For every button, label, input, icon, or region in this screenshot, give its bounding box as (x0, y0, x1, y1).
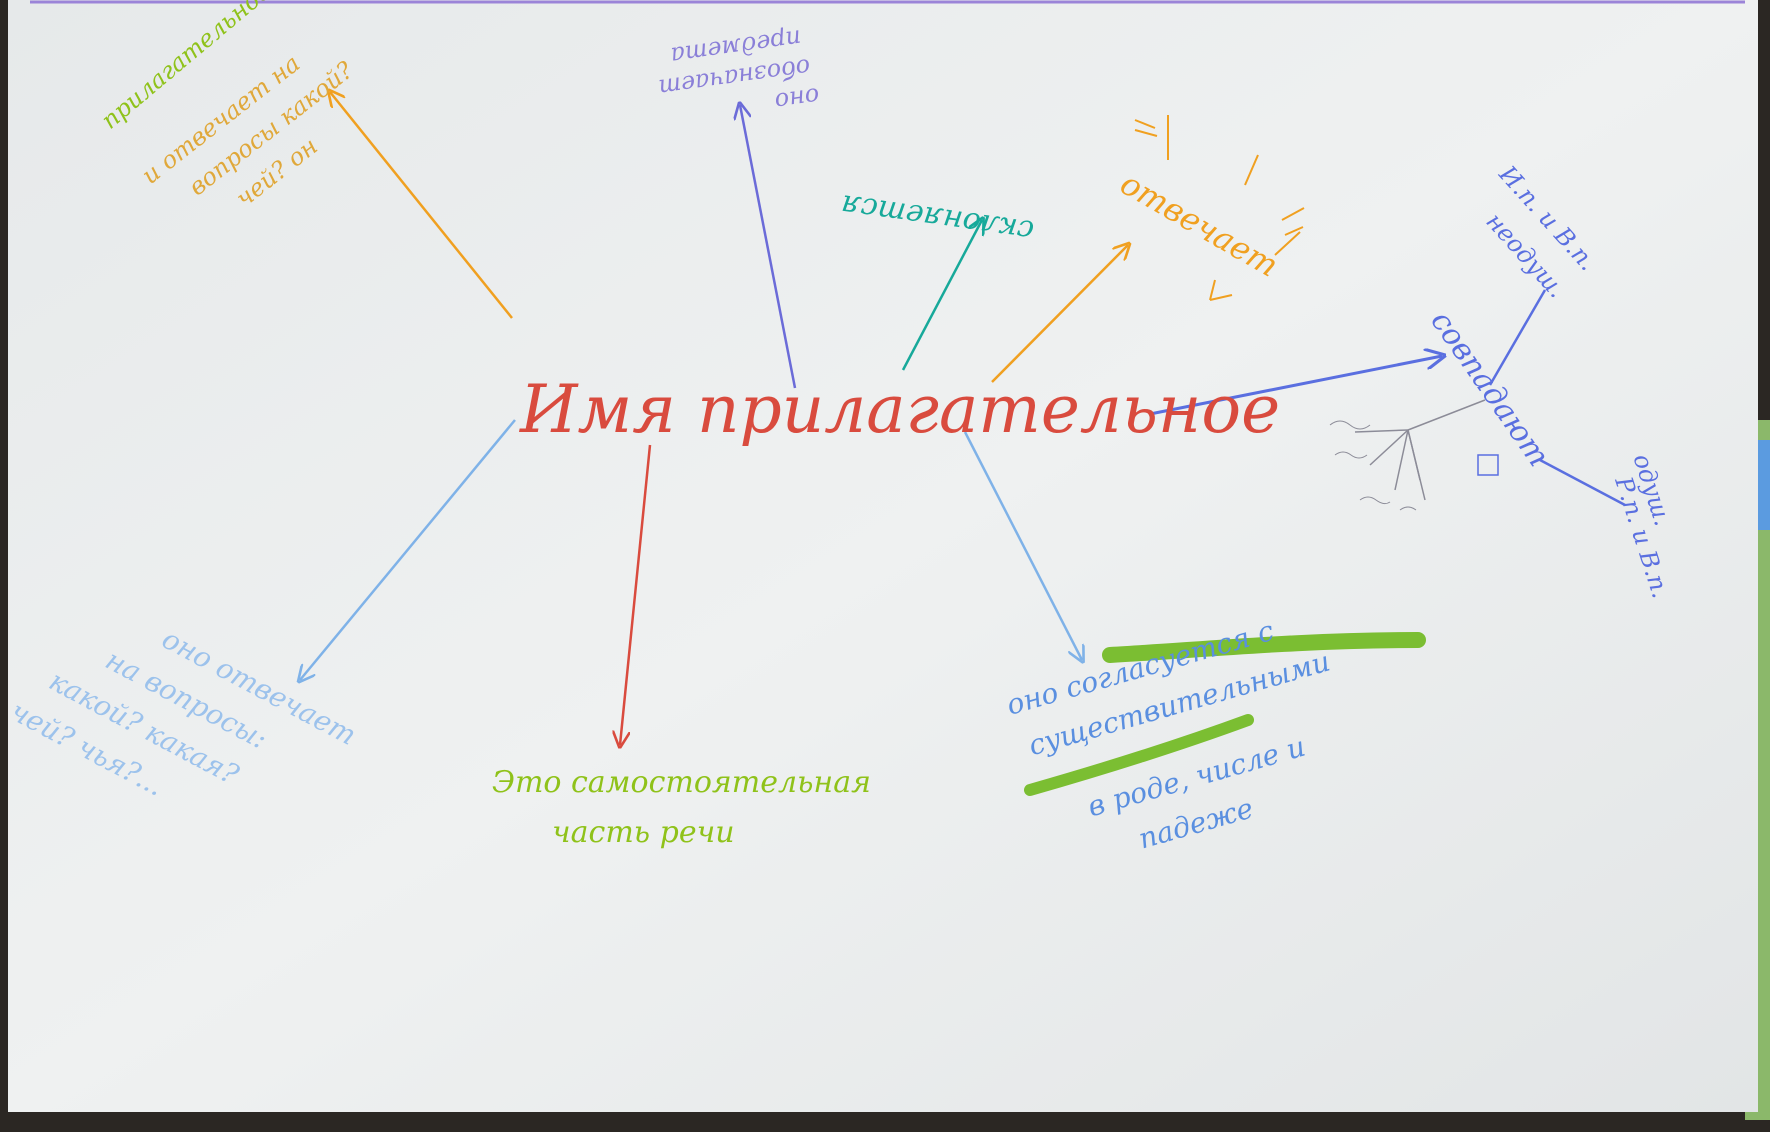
top-violet-line: оно (773, 82, 821, 116)
grey-subtree (1354, 399, 1499, 501)
arrow-down (620, 444, 652, 745)
center-title: Имя прилагательное (519, 371, 1280, 448)
arrow-right (1149, 356, 1442, 416)
arrow-teal (901, 220, 982, 371)
paper-sheet (8, 0, 1758, 1112)
grey-subtree-scribbles (1329, 420, 1417, 511)
lower-middle-green-line: Это самостоятельная (492, 765, 871, 800)
arrow-lower-left (300, 419, 516, 680)
orange-subtree (1134, 115, 1305, 301)
arrow-top (740, 105, 797, 389)
arrow-orange (991, 245, 1128, 383)
arrow-upper-left (330, 92, 513, 319)
highlight-strokes (1024, 632, 1426, 796)
right-tree-lines (1488, 289, 1626, 507)
lower-middle-green-line: часть речи (552, 815, 735, 850)
arrow-lower-right (963, 431, 1082, 660)
